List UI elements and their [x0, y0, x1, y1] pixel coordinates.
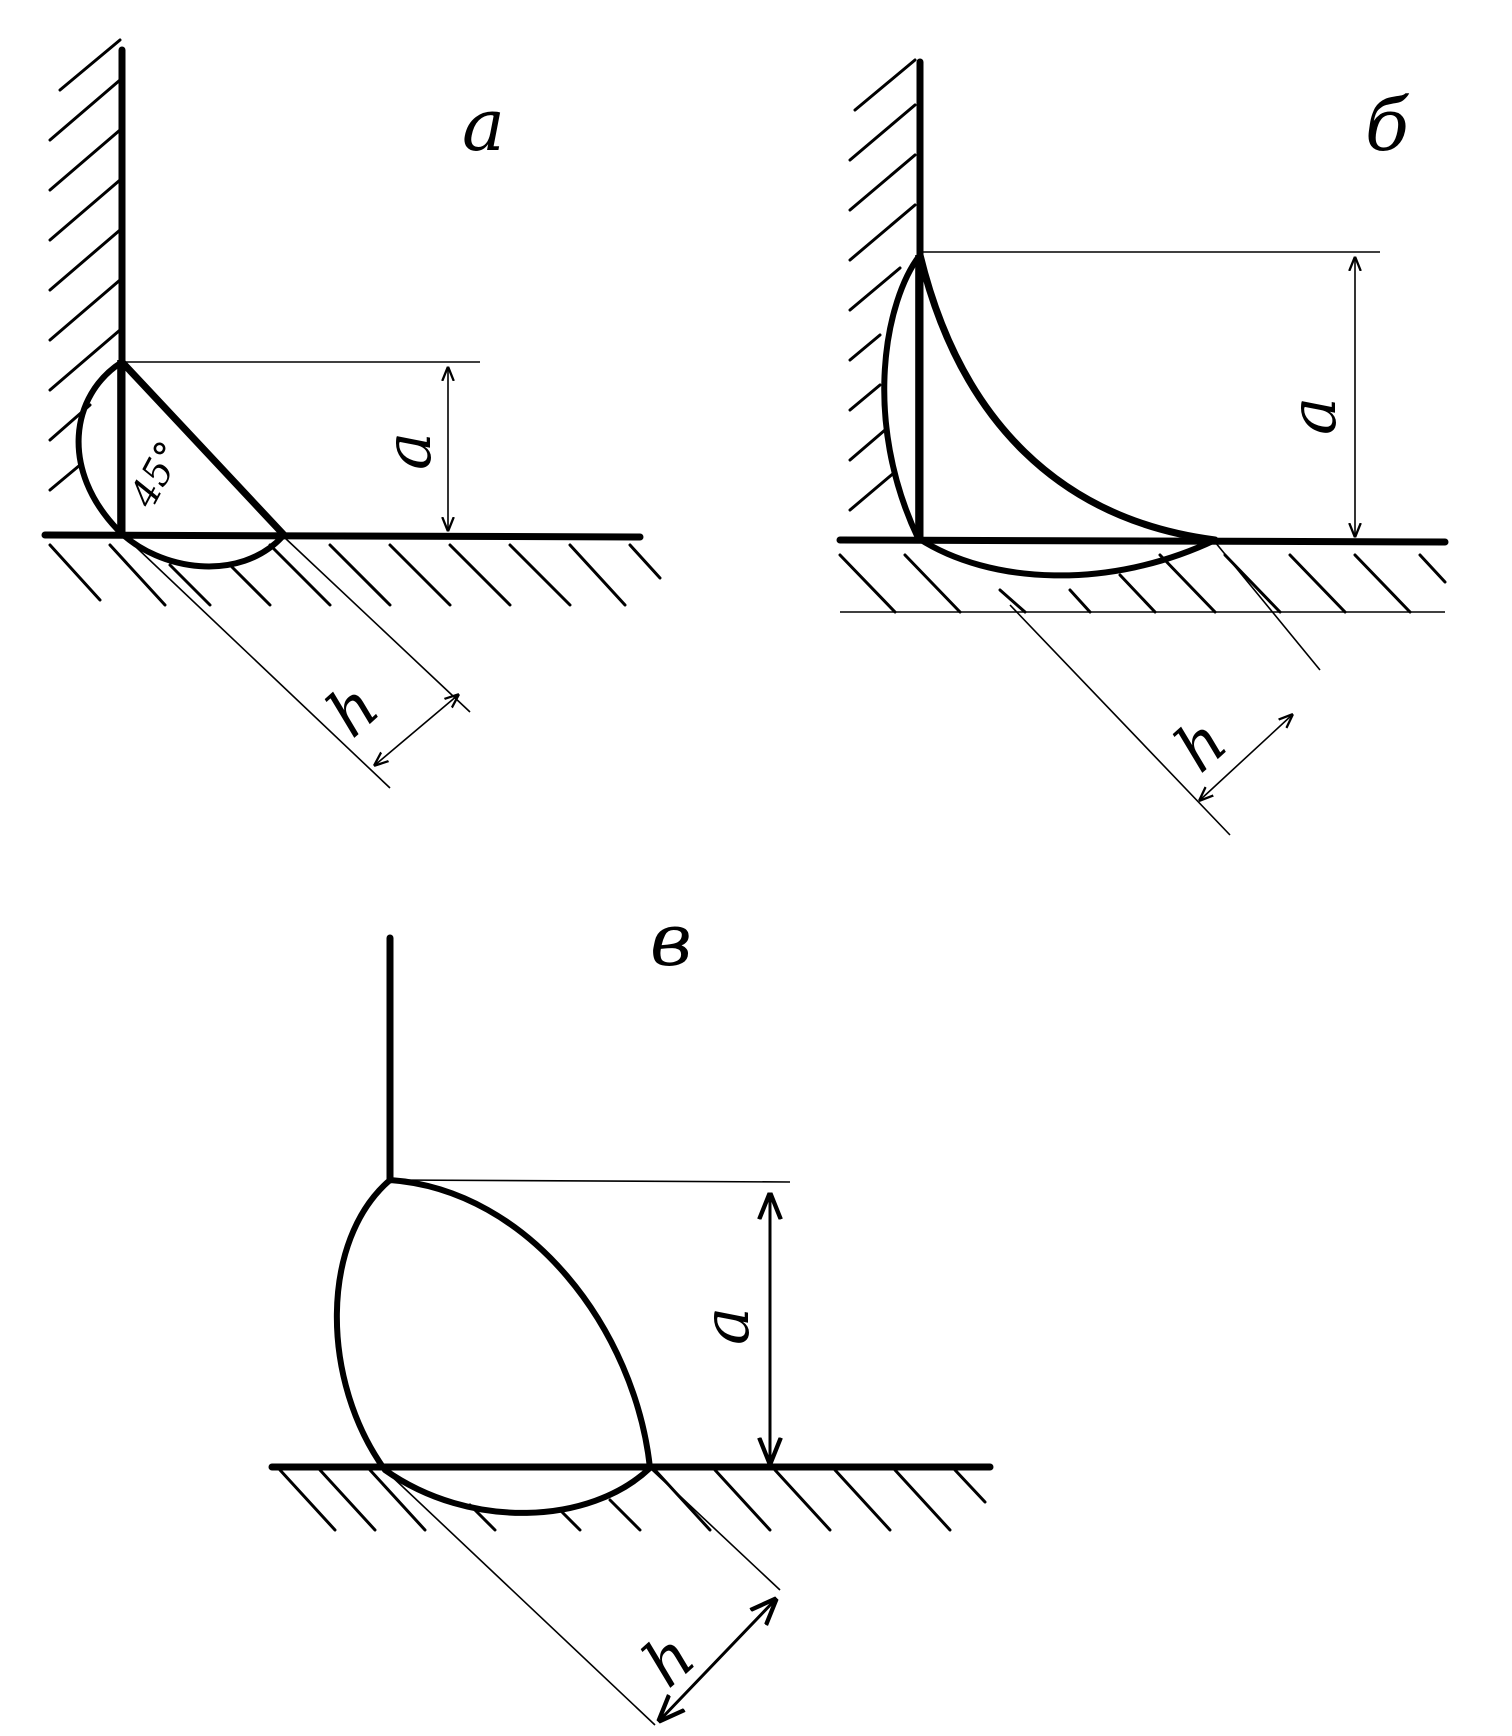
leg-label-c: a	[690, 1307, 764, 1345]
weld-face-a	[118, 358, 288, 539]
panel-label-b: б	[1365, 83, 1410, 167]
weld-contour-c	[333, 1177, 653, 1516]
wall-hatching-a	[48, 38, 122, 492]
weld-face-b	[916, 251, 1219, 544]
wall-hatching-b	[848, 58, 917, 512]
horizontal-plate-b	[836, 536, 1449, 546]
throat-dimension-a	[375, 695, 458, 765]
angle-label-a: 45°	[121, 434, 192, 515]
panel-label-a: а	[462, 83, 505, 167]
panel-c: в a h	[268, 898, 994, 1725]
throat-label-a: h	[313, 669, 393, 752]
base-hatching-b	[838, 553, 1447, 614]
panel-label-c: в	[650, 898, 692, 982]
throat-label-c: h	[629, 1619, 709, 1702]
throat-dimension-b	[1200, 715, 1292, 800]
leg-label-a: a	[372, 432, 446, 470]
throat-dimension-c	[660, 1600, 775, 1720]
panel-a: а a h 45°	[41, 38, 662, 789]
base-hatching-a	[48, 543, 662, 607]
base-hatching-c	[278, 1468, 987, 1532]
panel-b: б a h	[836, 58, 1449, 836]
weld-contour-b	[881, 253, 1217, 579]
leg-label-b: a	[1277, 397, 1351, 435]
horizontal-plate-a	[41, 531, 644, 541]
